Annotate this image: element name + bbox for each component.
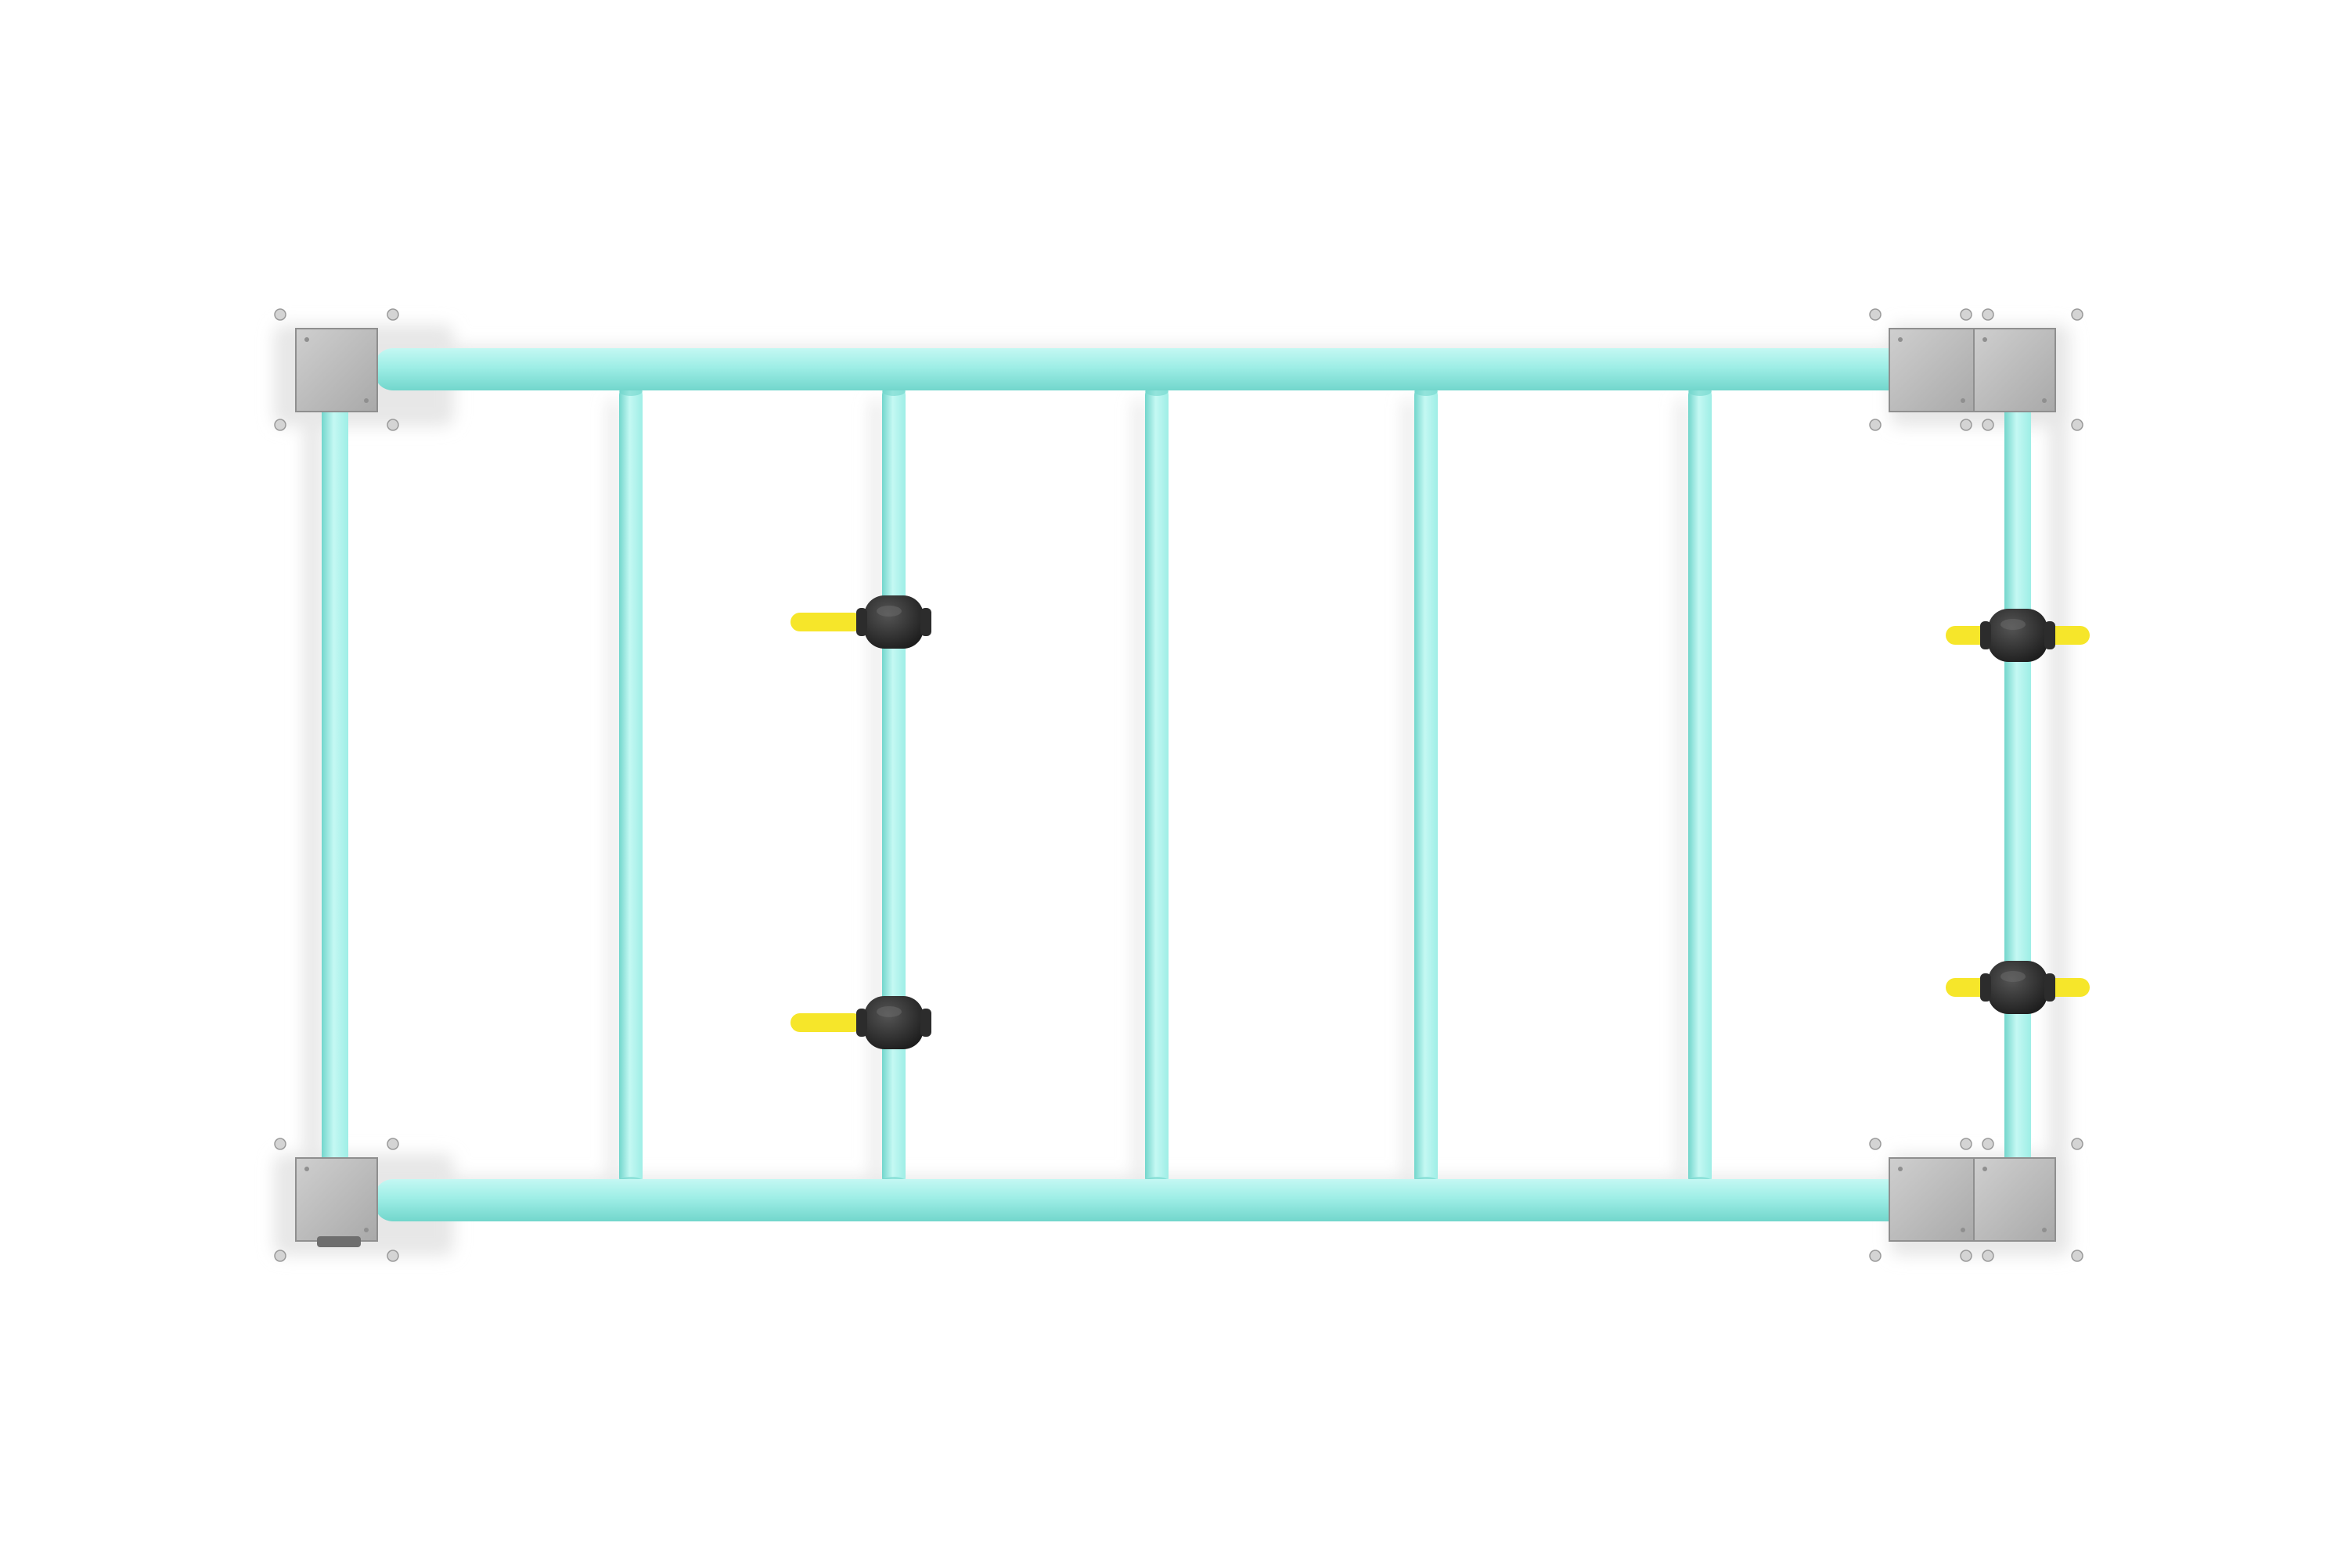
corner-plate-bottom-right-inner-rivet [1961, 1228, 1965, 1232]
handle-right-lower-clamp-highlight [2000, 971, 2026, 982]
handle-left-lower-grip [790, 1013, 862, 1032]
vertical-rung-4 [1414, 383, 1438, 1189]
handle-left-lower-clamp [864, 996, 924, 1049]
handle-left-upper-grip [790, 613, 862, 631]
corner-plate-top-left-rivet [304, 337, 309, 342]
anchor-bolt-13 [1869, 419, 1882, 431]
anchor-bolt-8 [387, 1250, 399, 1262]
left-post-shadow [304, 415, 322, 1158]
rung-shadow-2 [871, 399, 882, 1181]
handle-right-lower-clamp-ear [2044, 973, 2055, 1002]
corner-plate-top-left [295, 328, 378, 412]
anchor-bolt-12 [2071, 308, 2083, 321]
left-end-post [322, 391, 348, 1181]
anchor-bolt-16 [2071, 419, 2083, 431]
rung-shadow-5 [1677, 399, 1688, 1181]
rung-shadow-1 [608, 399, 619, 1181]
handle-right-lower-clamp [1988, 961, 2047, 1014]
handle-left-upper-clamp-highlight [877, 606, 902, 617]
top-rail [374, 348, 1980, 390]
handle-left-lower-clamp-ear [920, 1009, 931, 1037]
handle-right-lower-clamp-ear [1980, 973, 1991, 1002]
rung-shadow-4 [1403, 399, 1414, 1181]
corner-plate-top-right-inner-rivet [1898, 337, 1903, 342]
handle-right-upper-clamp-highlight [2000, 619, 2026, 630]
right-post-shadow [2049, 415, 2068, 1158]
anchor-bolt-20 [2071, 1138, 2083, 1150]
anchor-bolt-23 [1982, 1250, 1994, 1262]
anchor-bolt-24 [2071, 1250, 2083, 1262]
anchor-bolt-19 [1982, 1138, 1994, 1150]
anchor-bolt-21 [1869, 1250, 1882, 1262]
handle-grips [790, 595, 2090, 1049]
anchor-bolt-11 [1982, 308, 1994, 321]
corner-plate-bottom-right-inner-rivet [1898, 1167, 1903, 1171]
corner-plate-bottom-left-foot [317, 1236, 361, 1247]
anchor-bolt-17 [1869, 1138, 1882, 1150]
corner-plates [295, 328, 2056, 1247]
vertical-rung-1 [619, 383, 643, 1189]
anchor-bolt-10 [1960, 308, 1972, 321]
corner-plate-top-right-inner-rivet [1961, 398, 1965, 403]
anchor-bolt-22 [1960, 1250, 1972, 1262]
handle-left-upper-clamp-ear [920, 608, 931, 636]
anchor-bolt-7 [274, 1250, 286, 1262]
anchor-bolts [274, 308, 2083, 1262]
anchor-bolt-2 [387, 308, 399, 321]
anchor-bolt-6 [387, 1138, 399, 1150]
anchor-bolt-14 [1960, 419, 1972, 431]
handle-right-upper-clamp-ear [1980, 621, 1991, 649]
anchor-bolt-3 [274, 419, 286, 431]
corner-plate-top-right-rivet [2042, 398, 2047, 403]
handle-left-lower-clamp-ear [856, 1009, 867, 1037]
anchor-bolt-1 [274, 308, 286, 321]
vertical-rung-3 [1145, 383, 1169, 1189]
handle-left-lower-clamp-highlight [877, 1006, 902, 1017]
corner-plate-top-right-rivet [1982, 337, 1987, 342]
anchor-bolt-4 [387, 419, 399, 431]
vertical-rung-2 [882, 383, 906, 1189]
vertical-rung-5 [1688, 383, 1712, 1189]
rung-shadow-3 [1134, 399, 1145, 1181]
handle-right-upper-clamp-ear [2044, 621, 2055, 649]
corner-plate-bottom-right [1973, 1157, 2056, 1242]
ground-shadow-layer [274, 325, 2070, 1256]
handle-left-upper-clamp [864, 595, 924, 649]
bottom-rail [374, 1179, 1980, 1221]
corner-plate-top-left-rivet [364, 398, 369, 403]
corner-plate-bottom-left-rivet [304, 1167, 309, 1171]
corner-plate-top-right [1973, 328, 2056, 412]
corner-plate-bottom-right-rivet [1982, 1167, 1987, 1171]
corner-plate-bottom-right-rivet [2042, 1228, 2047, 1232]
right-end-post [2004, 391, 2031, 1181]
tube-frame [322, 348, 2031, 1221]
anchor-bolt-18 [1960, 1138, 1972, 1150]
corner-plate-bottom-left [295, 1157, 378, 1242]
anchor-bolt-5 [274, 1138, 286, 1150]
handle-left-upper-clamp-ear [856, 608, 867, 636]
handle-right-upper-clamp [1988, 609, 2047, 662]
corner-plate-bottom-left-rivet [364, 1228, 369, 1232]
anchor-bolt-15 [1982, 419, 1994, 431]
anchor-bolt-9 [1869, 308, 1882, 321]
